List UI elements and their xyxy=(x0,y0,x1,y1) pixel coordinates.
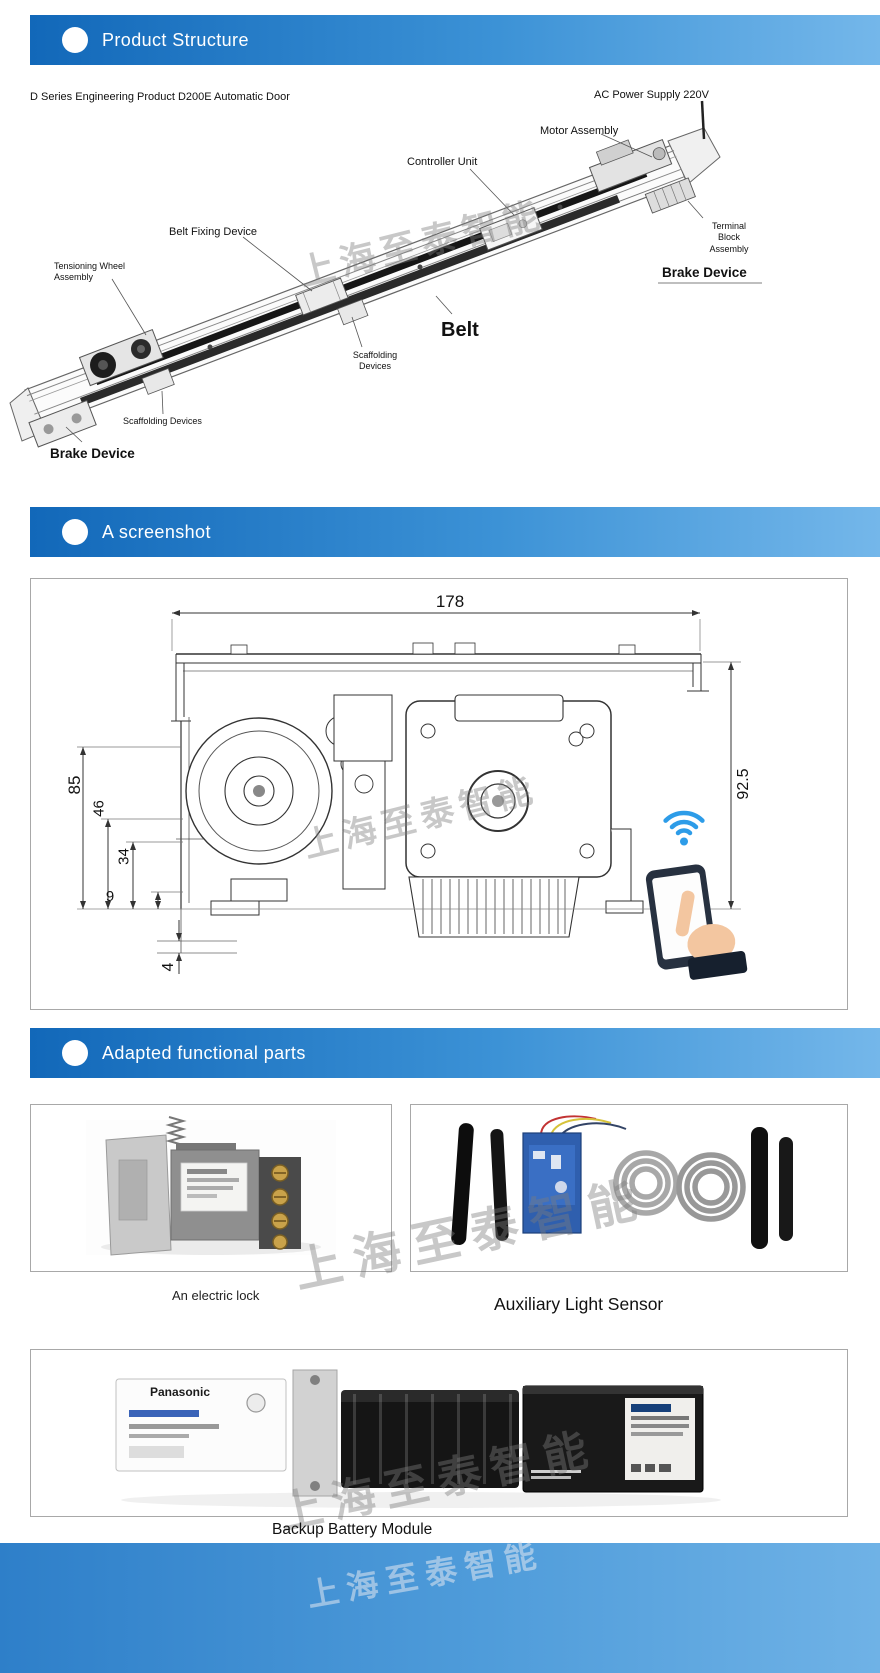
label-belt: Belt xyxy=(441,319,479,341)
battery-brand-label: Panasonic xyxy=(150,1385,211,1399)
power-cord xyxy=(700,100,706,140)
label-scaffolding-left: Scaffolding Devices xyxy=(123,416,202,426)
battery-illustration xyxy=(115,1369,721,1508)
wifi-icon xyxy=(663,810,705,846)
bottom-banner xyxy=(0,1543,880,1673)
dim-height-4: 4 xyxy=(160,962,177,972)
dim-height-85: 85 xyxy=(65,775,84,795)
light-sensor-label: Auxiliary Light Sensor xyxy=(494,1294,664,1314)
label-motor-assembly: Motor Assembly xyxy=(540,125,619,137)
dim-height-9: 9 xyxy=(105,888,115,905)
label-brake-device-left: Brake Device xyxy=(50,446,135,461)
label-ac-power-supply: AC Power Supply 220V xyxy=(594,89,709,101)
smartphone-hand-icon xyxy=(645,864,748,980)
motor-assembly-part xyxy=(588,138,673,193)
battery-module-label: Backup Battery Module xyxy=(272,1521,433,1538)
label-scaffolding-mid: Scaffolding Devices xyxy=(352,350,398,372)
label-controller-unit: Controller Unit xyxy=(407,156,478,168)
label-tensioning-wheel: Tensioning Wheel Assembly xyxy=(54,261,126,283)
dim-height-46: 46 xyxy=(90,800,108,817)
banner-dot-icon xyxy=(62,27,88,53)
light-sensor-illustration xyxy=(451,1115,793,1249)
label-brake-device-right: Brake Device xyxy=(662,265,747,280)
dim-height-34: 34 xyxy=(115,848,133,865)
electric-lock-label: An electric lock xyxy=(172,1288,260,1303)
scaffolding-part-mid xyxy=(337,299,369,326)
section-title: A screenshot xyxy=(102,521,211,542)
dim-height-92-5: 92.5 xyxy=(735,768,752,800)
label-belt-fixing-device: Belt Fixing Device xyxy=(169,226,258,238)
controller-unit-part xyxy=(479,207,543,251)
label-terminal-block: Terminal Block Assembly xyxy=(709,221,749,254)
light-sensor-photo-box xyxy=(410,1104,848,1272)
dim-width-178: 178 xyxy=(435,592,465,611)
diagram-subtitle: D Series Engineering Product D200E Autom… xyxy=(30,91,290,103)
section-title: Product Structure xyxy=(102,29,249,50)
section-title: Adapted functional parts xyxy=(102,1042,306,1063)
electric-lock-illustration xyxy=(86,1116,336,1256)
banner-dot-icon xyxy=(62,1040,88,1066)
structure-diagram-drawing xyxy=(9,100,762,448)
section-banner-adapted-parts: Adapted functional parts xyxy=(30,1028,880,1078)
dimension-drawing xyxy=(77,610,748,980)
terminal-block-part xyxy=(644,177,696,214)
banner-dot-icon xyxy=(62,519,88,545)
belt-fixing-part xyxy=(295,277,349,316)
section-banner-product-structure: Product Structure xyxy=(30,15,880,65)
leader-lines xyxy=(65,133,762,443)
section-banner-screenshot: A screenshot xyxy=(30,507,880,557)
scaffolding-part-left xyxy=(141,367,175,395)
brake-device-part xyxy=(28,399,97,448)
